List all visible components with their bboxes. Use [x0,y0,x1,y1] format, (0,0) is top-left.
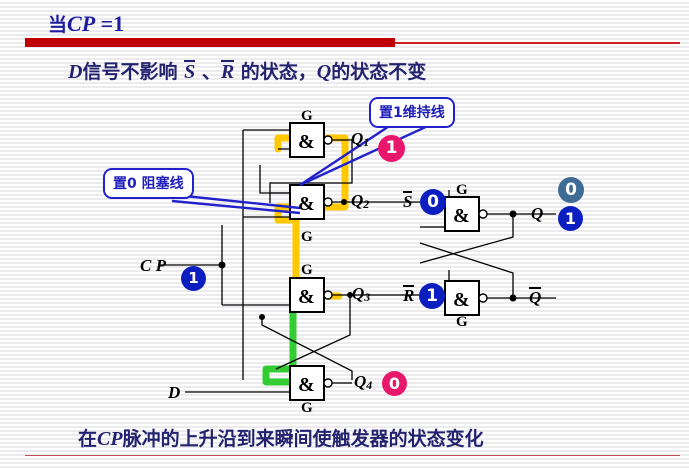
footer-var: CP [97,428,123,450]
gate-s-symbol: & [453,205,470,227]
subtitle-sep: 、 [195,61,221,83]
label-qbar-out: Q [529,286,542,308]
gate-r-bubble [478,293,488,303]
value-badge-sbar: 0 [420,189,446,215]
wire-latch-cross-b [419,242,514,298]
label-q1: Q1 [351,129,369,150]
subtitle: D信号不影响 S 、R 的状态，Q的状态不变 [68,57,426,84]
wire-cross-q4-up [261,317,353,380]
wire-latch-cross-a [419,214,514,264]
gate-q1-symbol: & [298,131,315,153]
label-q4-sub: 4 [366,378,373,392]
value-badge-rbar: 1 [419,283,445,309]
value-badge-q1: 1 [378,135,405,162]
callout-set1-label: 置1维持线 [379,105,445,121]
page-title: 当CP =1 [48,10,124,37]
gate-q2-label: G [301,229,313,245]
label-q3: Q3 [352,284,370,305]
label-q2-sub: 2 [363,197,370,211]
gate-r-label: G [456,314,468,330]
label-cp: C P [140,256,166,275]
subtitle-sbar: S [184,59,196,83]
pointer-set0-upper [174,193,301,210]
callout-set0-label: 置0 阻塞线 [113,176,184,192]
gate-q3-symbol: & [298,286,315,308]
gate-q1-bubble [323,135,333,145]
label-q3-sub: 3 [364,290,371,304]
callout-set0-block-line[interactable]: 置0 阻塞线 [103,168,194,199]
junction-q2 [341,199,347,205]
page-title-eq: =1 [95,11,125,36]
header-rule-thick [25,38,395,47]
wire-g2-top-feed [259,165,290,194]
gate-q4-label: G [301,400,313,416]
footer-post: 脉冲的上升沿到来瞬间使触发器的状态变化 [122,428,484,450]
pointer-set1-lower [299,123,431,187]
gate-q4-symbol: & [298,374,315,396]
footer-pre: 在 [78,428,98,450]
callout-set1-maintain-line[interactable]: 置1维持线 [369,97,455,128]
value-badge-q-prev: 0 [558,177,584,203]
label-q3-text: Q [352,284,365,303]
highlight-set0-green [262,291,297,386]
value-badge-q4: 0 [382,371,407,396]
label-rbar: R [403,284,415,306]
subtitle-text-3: 的状态不变 [331,61,427,83]
gate-q2-symbol: & [298,193,315,215]
gate-q4-bubble [323,378,333,388]
gate-q3-body [289,277,325,313]
label-q2: Q2 [351,191,369,212]
gate-s-bubble [478,209,488,219]
page-title-cn: 当 [48,14,68,36]
circuit-diagram [160,109,556,401]
gate-q1-label: G [301,108,313,124]
label-sbar-text: S [403,190,413,211]
label-q2-text: Q [351,191,364,210]
subtitle-rbar: R [220,59,235,83]
junction-left-tap [259,314,265,320]
label-rbar-text: R [403,284,415,305]
subtitle-text-1: 信号不影响 [82,61,185,83]
label-q4: Q4 [354,372,372,393]
label-q1-text: Q [351,129,364,148]
wire-cross-q3-down [275,295,351,370]
gate-q2-bubble [323,197,333,207]
subtitle-text-2: 的状态， [234,61,317,83]
pointer-set0-lower [171,199,301,215]
footer-rule [25,455,680,456]
value-badge-cp: 1 [181,266,206,291]
gate-r-symbol: & [453,289,470,311]
subtitle-var-q: Q [316,61,332,83]
label-q1-sub: 1 [363,135,370,149]
value-badge-q-out: 1 [558,206,583,231]
junction-cp [218,261,226,269]
label-qbar-out-text: Q [529,286,542,307]
label-q-out: Q [531,204,544,223]
gate-q3-bubble [323,290,333,300]
gate-s-label: G [456,182,468,198]
page-title-var: CP [67,11,96,36]
label-d: D [168,383,181,402]
footer-text: 在CP脉冲的上升沿到来瞬间使触发器的状态变化 [78,424,484,451]
label-sbar: S [403,190,413,212]
label-q4-text: Q [354,372,367,391]
subtitle-var-d: D [68,61,83,83]
gate-q1-body [289,122,325,158]
gate-q3-label: G [301,262,313,278]
